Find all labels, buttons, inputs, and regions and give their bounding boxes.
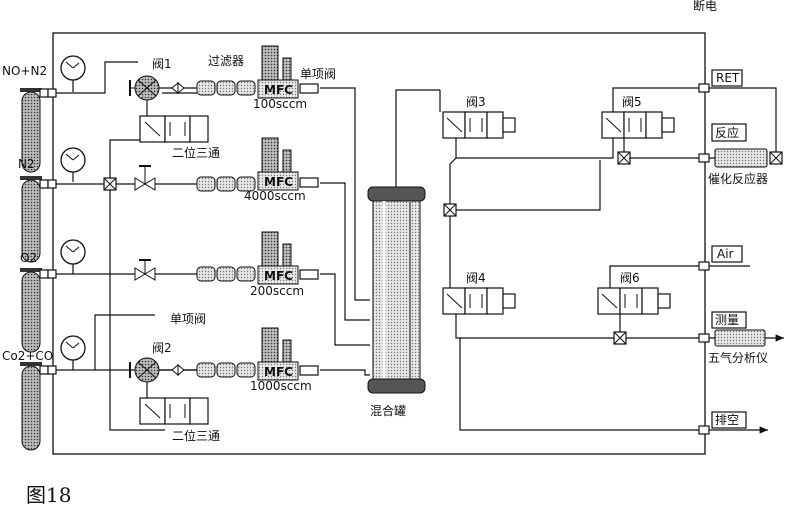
line-row-4	[56, 184, 370, 431]
valve-5-assembly	[601, 87, 700, 155]
port-measure-label: 测量	[715, 313, 739, 327]
cylinder-o2	[20, 268, 42, 353]
port-air-box	[711, 245, 743, 263]
needle-valve-icon	[134, 165, 156, 191]
mfc-label-1: MFC	[264, 83, 293, 97]
valve-1-label: 阀1	[152, 57, 172, 71]
ret-line	[709, 87, 777, 152]
cross-valve-icon	[103, 177, 117, 191]
cross-valve-icon	[769, 151, 783, 165]
mfc-unit-2	[257, 137, 319, 191]
cross-valve-icon	[613, 331, 627, 345]
flow-rate-4: 1000sccm	[250, 379, 312, 393]
cylinder-co2-co	[20, 362, 42, 451]
outlet-fittings	[39, 88, 57, 375]
port-fittings	[698, 83, 710, 435]
figure-caption: 图18	[26, 483, 71, 507]
check-valve-top-label: 单项阀	[300, 67, 336, 81]
valve-4-label: 阀4	[466, 271, 486, 285]
two-way-label-bottom: 二位三通	[172, 428, 220, 443]
flow-rate-2: 4000sccm	[244, 189, 306, 203]
port-measure-box	[711, 311, 747, 329]
two-way-label-top: 二位三通	[172, 145, 220, 160]
valve-6-assembly	[597, 265, 700, 333]
flow-rate-3: 200sccm	[250, 284, 304, 298]
filters-row-4	[196, 362, 256, 378]
filters-row-2	[196, 176, 256, 192]
mixing-tank-label: 混合罐	[370, 403, 406, 418]
port-reaction-label: 反应	[715, 125, 739, 140]
five-gas-analyzer-label: 五气分析仪	[708, 350, 768, 365]
valve-2-assembly	[129, 357, 197, 401]
mfc-label-2: MFC	[264, 175, 293, 189]
valve-6-label: 阀6	[620, 271, 640, 285]
gas-label-o2: O2	[20, 251, 37, 265]
port-exhaust-label: 排空	[715, 413, 739, 427]
two-way-valve-bottom	[139, 397, 209, 425]
gauge-icon	[60, 239, 86, 274]
line-row-2	[56, 139, 370, 321]
valve-3-label: 阀3	[466, 95, 486, 109]
flow-rate-1: 100sccm	[253, 97, 307, 111]
port-exhaust-box	[711, 411, 747, 429]
mfc-label-3: MFC	[264, 269, 293, 283]
check-valve-left-label: 单项阀	[170, 312, 206, 326]
mfc-label-4: MFC	[264, 365, 293, 379]
cross-valve-icon	[443, 203, 457, 217]
power-off-label: 断电	[693, 0, 717, 13]
cylinder-no-n2	[20, 88, 42, 173]
valve-4-assembly	[442, 287, 700, 431]
valve-5-label: 阀5	[622, 95, 642, 109]
filters-row-1	[196, 80, 256, 96]
gauge-icon	[60, 55, 86, 92]
five-gas-analyzer	[714, 329, 766, 347]
gas-cylinders	[20, 88, 42, 451]
gas-label-no-n2: NO+N2	[2, 64, 47, 78]
two-way-valve-top	[139, 115, 209, 143]
mixing-tank	[367, 89, 440, 394]
port-reaction-box	[711, 123, 747, 142]
port-air-label: Air	[717, 247, 734, 261]
pressure-gauges	[60, 55, 86, 370]
bypass-line	[456, 160, 601, 211]
line-v3-v5	[456, 138, 614, 159]
filter-label: 过滤器	[208, 54, 244, 68]
valve-2-label: 阀2	[152, 341, 172, 355]
mfc-unit-3	[257, 231, 319, 285]
valve-3-assembly	[439, 90, 516, 207]
line-row-1	[56, 61, 370, 301]
mfc-unit-4	[257, 327, 319, 381]
gauge-icon	[60, 335, 86, 370]
filters-row-3	[196, 266, 256, 282]
mfc-unit-1	[257, 45, 319, 99]
gauge-icon	[60, 147, 86, 182]
gas-label-n2: N2	[18, 157, 35, 171]
gas-label-co2-co: Co2+CO	[2, 349, 53, 363]
cross-valve-icon	[617, 151, 700, 165]
catalytic-reactor	[714, 148, 768, 168]
enclosure-frame	[52, 32, 706, 455]
cylinder-n2	[20, 176, 42, 263]
needle-valve-icon	[134, 259, 156, 281]
valve-1-assembly	[129, 75, 197, 119]
port-ret-box	[711, 69, 743, 87]
port-ret-label: RET	[716, 71, 740, 85]
catalytic-reactor-label: 催化反应器	[708, 171, 768, 186]
line-row-3	[56, 273, 370, 346]
